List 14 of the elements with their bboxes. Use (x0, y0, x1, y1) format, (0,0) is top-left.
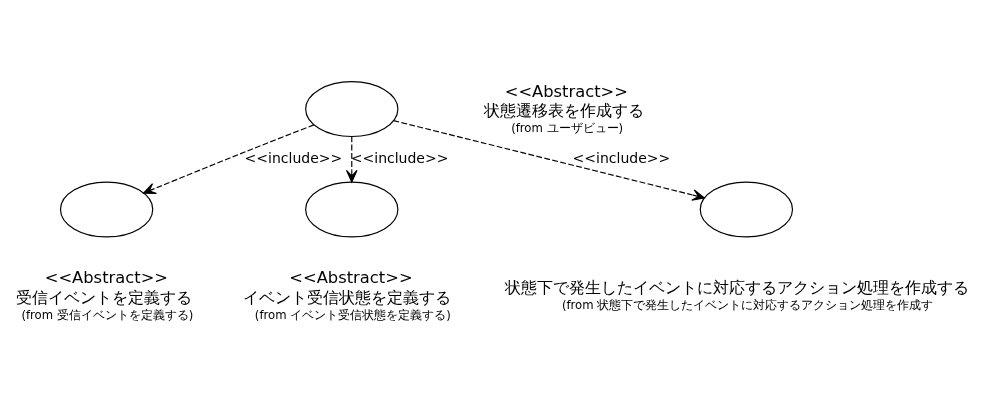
node-label: (from ユーザビュー) (511, 121, 624, 136)
edge-label: <<include>> (244, 149, 343, 166)
edge-label: <<include>> (572, 149, 671, 166)
node-label: <<Abstract>> (504, 81, 628, 101)
edge-label: <<include>> (350, 149, 449, 166)
node-label: 状態遷移表を作成する (483, 101, 644, 121)
node-label: <<Abstract>> (44, 268, 169, 288)
node-label: (from イベント受信状態を定義する) (254, 308, 451, 323)
node-label: イベント受信状態を定義する (243, 288, 452, 308)
node-label: (from 状態下で発生したイベントに対応するアクション処理を作成す (561, 297, 934, 312)
node-label: 状態下で発生したイベントに対応するアクション処理を作成する (504, 277, 969, 297)
node-label: <<Abstract>> (289, 268, 413, 288)
node-label: 受信イベントを定義する (15, 288, 192, 308)
node-label: (from 受信イベントを定義する) (21, 308, 194, 323)
